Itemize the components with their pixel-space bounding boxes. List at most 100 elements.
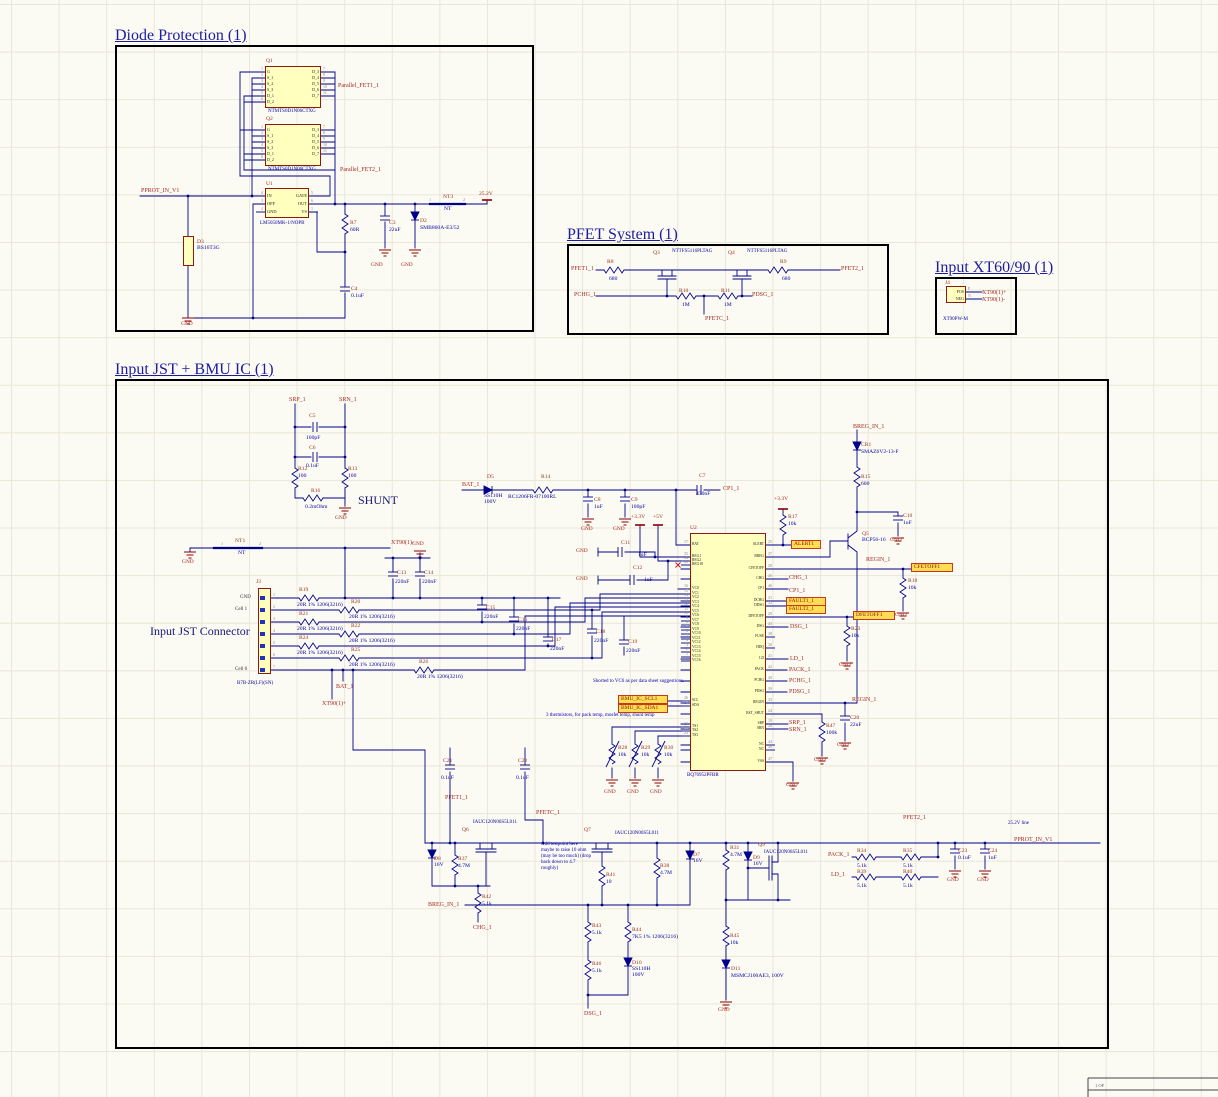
net-srp[interactable]: SRP_1 [289, 397, 306, 403]
gnd-port[interactable]: GND [947, 877, 959, 883]
net-label-bmu-ic-sda1[interactable]: BMU_IC_SDA1 [618, 704, 668, 713]
designator-r23: R23 [851, 626, 861, 632]
designator-r18: R18 [908, 578, 918, 584]
net-cp1[interactable]: CP1_1 [723, 486, 740, 492]
Q1-pin-number: 2 [261, 71, 263, 77]
net-label-fault2[interactable]: FAULT2_1 [786, 605, 826, 614]
U2-pin-number: 20 [768, 722, 772, 728]
net-ld[interactable]: LD_1 [790, 656, 804, 662]
net-chg[interactable]: CHG_1 [789, 575, 808, 581]
net-dsg[interactable]: DSG_1 [790, 624, 809, 630]
power-port-25v2[interactable]: 25.2V [479, 191, 493, 197]
net-pfet2[interactable]: PFET2_1 [903, 815, 927, 821]
U2-pin-reg18: REG18 [692, 562, 703, 567]
gnd-port[interactable]: GND [895, 612, 907, 618]
net-bat[interactable]: BAT_1 [336, 684, 354, 690]
gnd-port[interactable]: GND [650, 789, 662, 795]
text-va: 220nF [626, 648, 641, 654]
gnd-port[interactable]: GND [627, 789, 639, 795]
mosfet-q2[interactable] [265, 124, 321, 166]
gnd-port[interactable]: GND [335, 515, 347, 521]
net-srn[interactable]: SRN_1 [789, 727, 807, 733]
Q1-pin-d_3: D_3 [312, 69, 319, 74]
net-pfetc[interactable]: PFETC_1 [705, 316, 730, 322]
net-bat[interactable]: BAT_1 [462, 482, 480, 488]
net-xt90-neg[interactable]: XT90(1)- [391, 540, 414, 546]
gnd-port[interactable]: GND [837, 742, 849, 748]
net-xt90-neg[interactable]: XT90(1)- [982, 297, 1005, 303]
net-parallel-fet2[interactable]: Parallel_FET2_1 [340, 167, 381, 173]
net-xt90-pos[interactable]: XT90(1)+ [322, 701, 347, 707]
power-port-5v[interactable]: +5V [653, 514, 663, 520]
gnd-port[interactable]: GND [786, 782, 798, 788]
net-pack[interactable]: PACK_1 [789, 667, 811, 673]
net-label-bmu-ic-scl1[interactable]: BMU_IC_SCL1 [618, 695, 668, 704]
U2-pin-number: 31 [768, 594, 772, 600]
power-port-3v3[interactable]: +3.3V [774, 496, 789, 502]
U2-pin-vc4: VC4 [692, 604, 699, 609]
net-pprot-in-v1[interactable]: PPROT_IN_V1 [141, 188, 180, 194]
designator-c15: C15 [486, 605, 496, 611]
net-pdsg[interactable]: PDSG_1 [752, 292, 774, 298]
section-input-jst-bmu-frame[interactable] [115, 379, 1109, 1049]
net-pchg[interactable]: PCHG_1 [574, 292, 597, 298]
net-regin[interactable]: REGIN_1 [866, 557, 891, 563]
net-pdsg[interactable]: PDSG_1 [789, 689, 811, 695]
net-regin[interactable]: REGIN_1 [852, 697, 877, 703]
section-pfet-system-frame[interactable] [567, 244, 889, 335]
U2-pin-pchg: PCHG [754, 678, 764, 683]
gnd-port[interactable]: GND [576, 548, 588, 554]
net-srn[interactable]: SRN_1 [339, 397, 357, 403]
designator-r42: R42 [482, 894, 492, 900]
net-breg-in[interactable]: BREG_IN_1 [428, 902, 460, 908]
gnd-port[interactable]: GND [401, 262, 413, 268]
net-chg[interactable]: CHG_1 [473, 925, 492, 931]
gnd-port[interactable]: GND [839, 662, 851, 668]
net-pfetc[interactable]: PFETC_1 [536, 810, 561, 816]
net-ld[interactable]: LD_1 [831, 872, 845, 878]
gnd-port[interactable]: GND [576, 576, 588, 582]
net-label-cfetoff1[interactable]: CFETOFF1 [911, 563, 953, 572]
gnd-port[interactable]: GND [412, 541, 424, 547]
ic-u2-bq76952[interactable] [690, 533, 766, 771]
connector-j3-jst[interactable] [258, 588, 271, 674]
gnd-port[interactable]: GND [604, 789, 616, 795]
net-pprot-in-v1[interactable]: PPROT_IN_V1 [1014, 837, 1053, 843]
net-pchg[interactable]: PCHG_1 [789, 678, 812, 684]
section-input-xt-frame[interactable] [935, 277, 1017, 335]
gnd-port[interactable]: GND [977, 877, 989, 883]
ic-u1-ideal-diode[interactable] [265, 188, 309, 218]
net-pfet1[interactable]: PFET1_1 [445, 795, 469, 801]
mosfet-q1[interactable] [265, 66, 321, 108]
gnd-port[interactable]: GND [718, 1007, 730, 1013]
net-pack[interactable]: PACK_1 [828, 852, 850, 858]
net-pfet1[interactable]: PFET1_1 [571, 266, 595, 272]
net-xt90-pos[interactable]: XT90(1)+ [982, 290, 1007, 296]
U2-pin-number: 12 [684, 600, 688, 606]
gnd-port[interactable]: GND [182, 559, 194, 565]
gnd-port[interactable]: GND [181, 321, 193, 327]
power-port-3v3[interactable]: +3.3V [631, 514, 646, 520]
net-pfet2[interactable]: PFET2_1 [841, 266, 865, 272]
connector-j4-xt90[interactable] [946, 286, 966, 303]
Q2-pin-d_5: D_5 [312, 139, 319, 144]
gnd-port[interactable]: GND [890, 537, 902, 543]
gnd-port[interactable]: GND [613, 526, 625, 532]
gnd-port[interactable]: GND [581, 526, 593, 532]
net-parallel-fet1[interactable]: Parallel_FET1_1 [338, 83, 379, 89]
net-breg-in[interactable]: BREG_IN_1 [853, 424, 885, 430]
net-label-alert1[interactable]: ALERT1 [791, 540, 821, 549]
net-srp[interactable]: SRP_1 [789, 720, 806, 726]
net-dsg[interactable]: DSG_1 [584, 1011, 603, 1017]
section-diode-protection-frame[interactable] [115, 45, 534, 332]
gnd-port[interactable]: GND [371, 262, 383, 268]
diode-d3-box[interactable] [183, 236, 194, 266]
net-label-dfetoff1[interactable]: DFETOFF1 [853, 611, 895, 620]
text-va: 220nF [422, 579, 437, 585]
Q1-pin-number: 3 [261, 77, 263, 83]
net-cp1[interactable]: CP1_1 [789, 588, 806, 594]
gnd-port[interactable]: GND [814, 757, 826, 763]
designator-r13: R13 [348, 466, 358, 472]
label-input-jst-connector: Input JST Connector [150, 624, 250, 638]
